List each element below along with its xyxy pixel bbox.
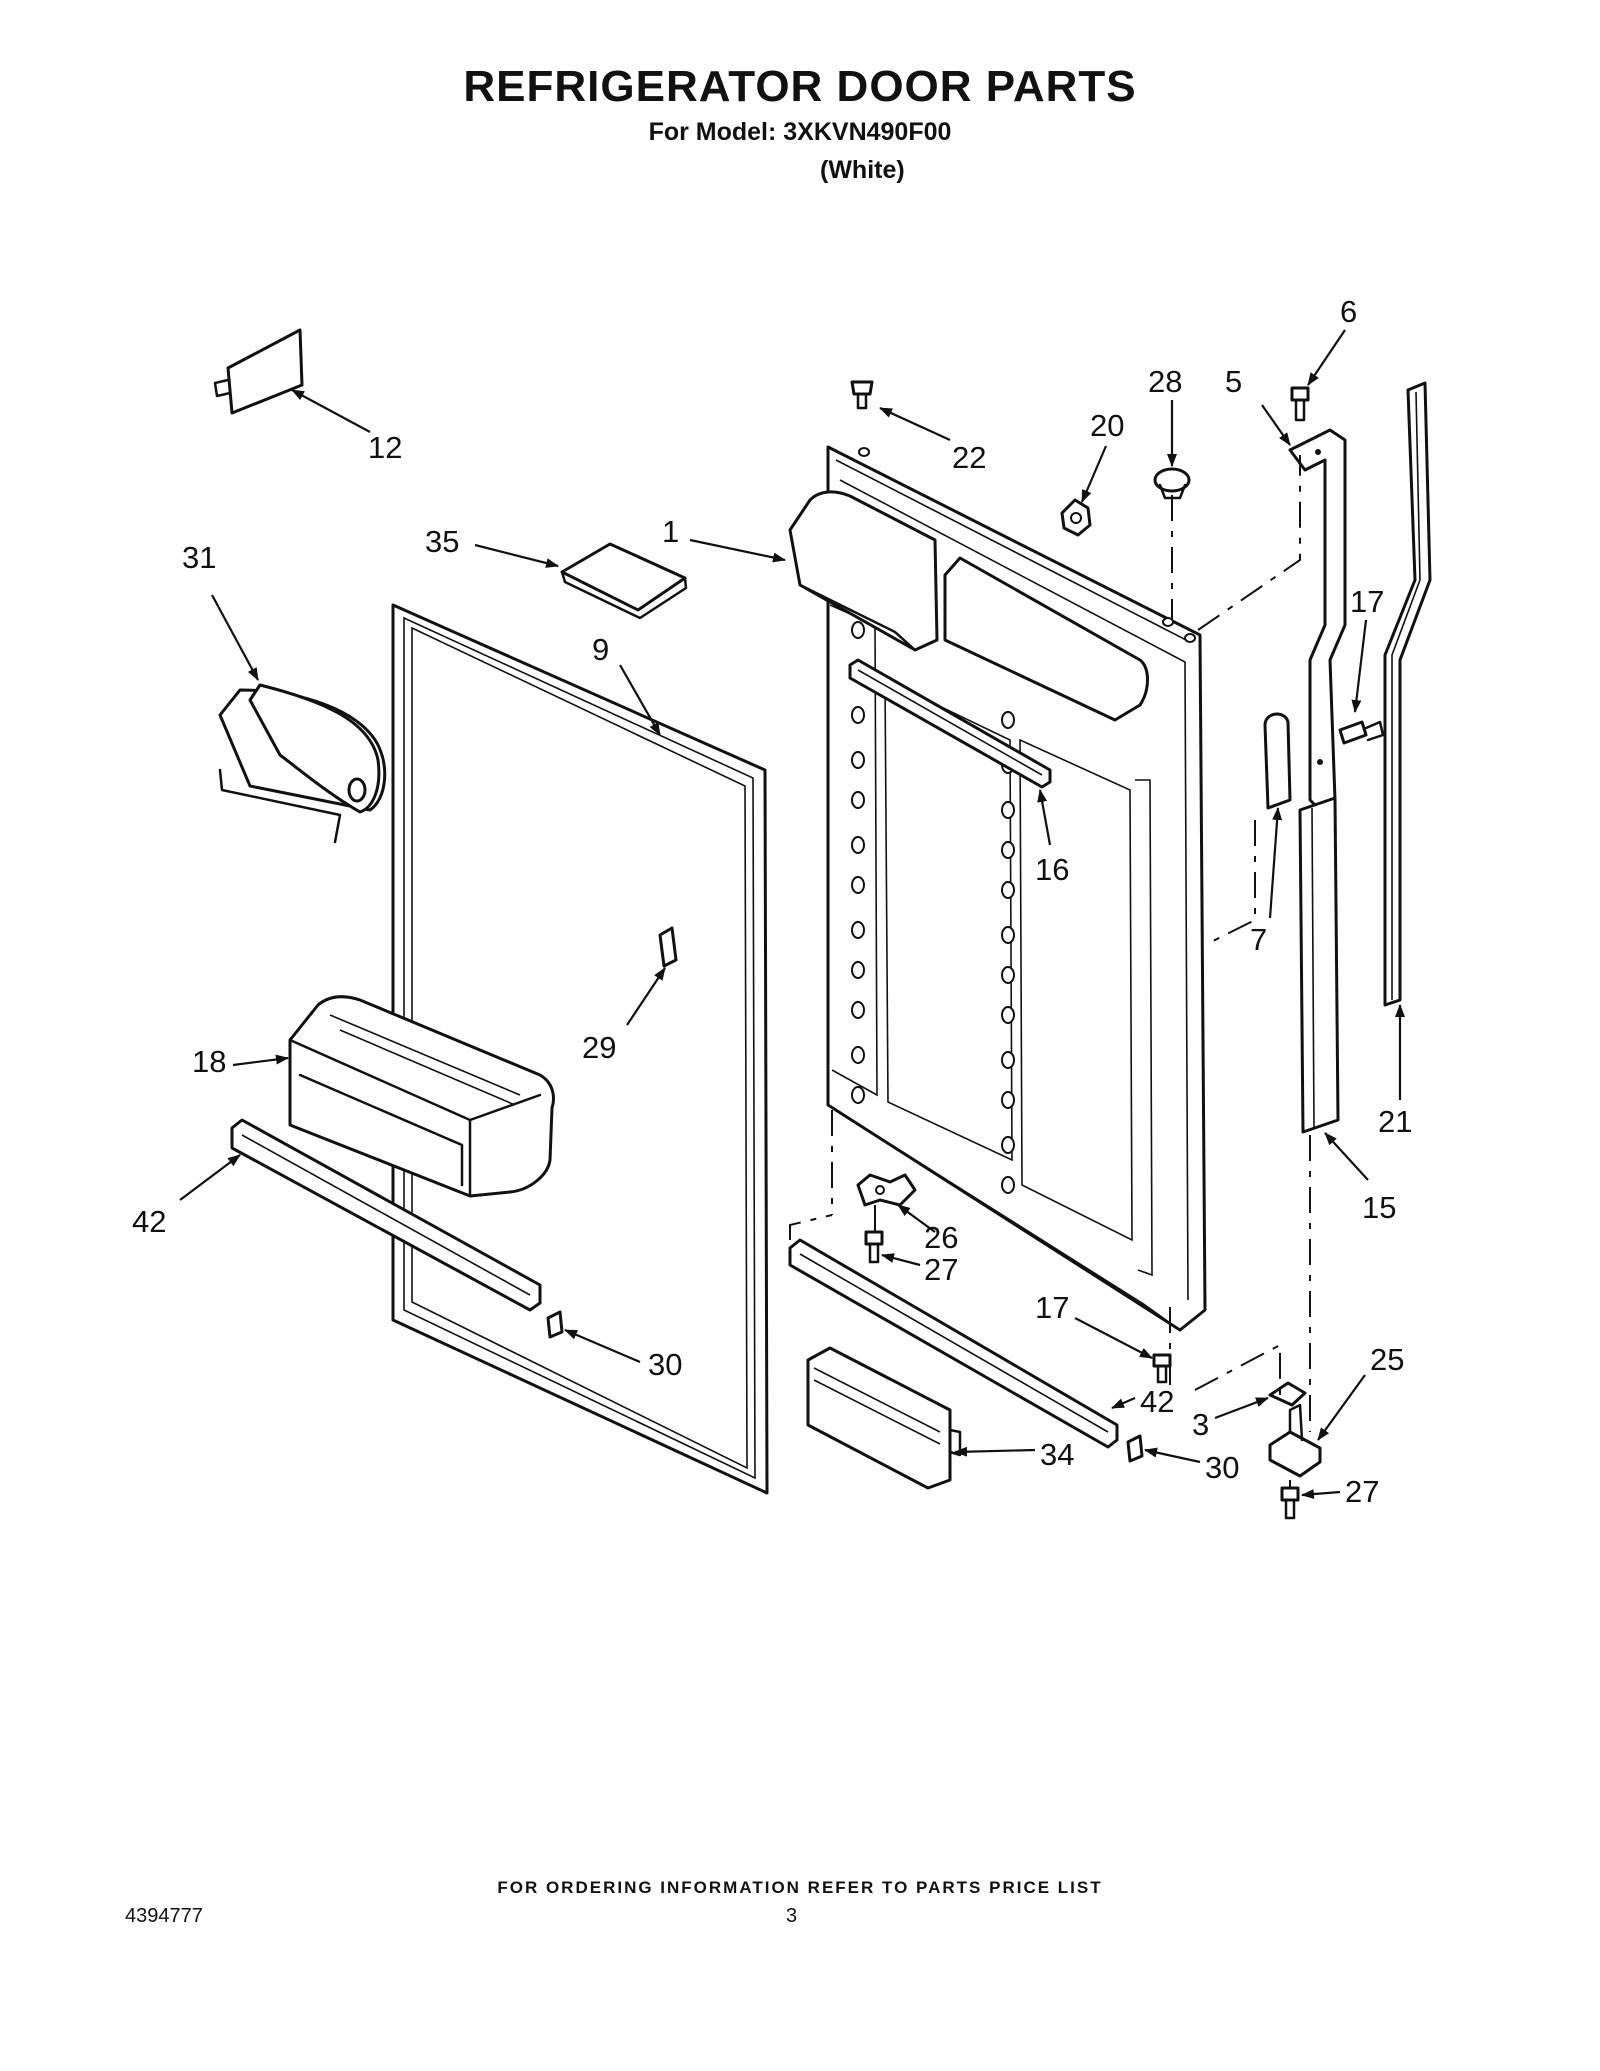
callout-15: 15: [1362, 1190, 1396, 1225]
part-42-rail-right: [788, 1238, 1119, 1449]
callout-12: 12: [368, 430, 402, 465]
part-17-screw-lower: [1152, 1353, 1172, 1384]
page-number: 3: [786, 1905, 798, 1927]
part-22-screw: [850, 380, 874, 410]
part-15-trim-strip: [1298, 796, 1340, 1134]
part-21-handle-strip: [1383, 381, 1432, 1007]
part-6-screw: [1290, 386, 1310, 422]
part-31-dairy-door: [218, 683, 387, 844]
ordering-note: FOR ORDERING INFORMATION REFER TO PARTS …: [497, 1878, 1103, 1897]
callout-9: 9: [592, 632, 609, 667]
part-25-lower-hinge: [1268, 1403, 1322, 1478]
model-line: For Model: 3XKVN490F00: [648, 118, 952, 146]
part-16-retainer-bar: [848, 658, 1052, 789]
part-18-door-bin: [288, 995, 555, 1198]
document-number: 4394777: [125, 1905, 203, 1927]
part-35-tray: [560, 542, 688, 620]
callout-17-upper: 17: [1350, 584, 1384, 619]
page-title: REFRIGERATOR DOOR PARTS: [463, 62, 1137, 111]
callout-7: 7: [1250, 922, 1267, 957]
callout-26: 26: [924, 1220, 958, 1255]
part-3-shim: [1268, 1381, 1307, 1407]
part-5-hinge-bracket: [1288, 428, 1347, 812]
callout-30-left: 30: [648, 1347, 682, 1382]
callout-31: 31: [182, 540, 216, 575]
callout-3: 3: [1192, 1407, 1209, 1442]
callout-29: 29: [582, 1030, 616, 1065]
callout-1: 1: [662, 514, 679, 549]
assembly-lines: [789, 455, 1311, 1488]
leader-arrows: [179, 329, 1405, 1500]
part-17-screw-upper: [1338, 720, 1385, 745]
part-20-cam: [1060, 498, 1092, 537]
part-29-clip: [658, 926, 678, 968]
callout-42-right: 42: [1140, 1384, 1174, 1419]
color-label: (White): [820, 156, 905, 184]
callout-22: 22: [952, 440, 986, 475]
callout-27-center: 27: [924, 1252, 958, 1287]
callout-34: 34: [1040, 1437, 1074, 1472]
part-7-shim: [1263, 712, 1292, 810]
callout-28: 28: [1148, 364, 1182, 399]
part-30-clip-left: [546, 1310, 564, 1339]
callout-17-lower: 17: [1035, 1290, 1069, 1325]
part-34-cover: [806, 1346, 962, 1490]
part-42-rail-left: [230, 1118, 542, 1312]
part-26-hinge: [856, 1173, 917, 1207]
callout-35: 35: [425, 524, 459, 559]
part-12-cover: [213, 328, 304, 415]
part-27-screw-right: [1280, 1486, 1300, 1520]
callout-21: 21: [1378, 1104, 1412, 1139]
callout-16: 16: [1035, 852, 1069, 887]
callout-25: 25: [1370, 1342, 1404, 1377]
part-27-screw-center: [864, 1230, 884, 1264]
part-30-clip-right: [1126, 1434, 1144, 1463]
callout-18: 18: [192, 1044, 226, 1079]
callout-20: 20: [1090, 408, 1124, 443]
callout-6: 6: [1340, 294, 1357, 329]
callout-numbers: 12 31 35 1 9 22 20 28 5 6 17 16 7 21 15 …: [132, 294, 1412, 1509]
callout-5: 5: [1225, 364, 1242, 399]
callout-27-right: 27: [1345, 1474, 1379, 1509]
part-28-plug: [1153, 467, 1191, 500]
part-1-door-liner: [788, 445, 1207, 1332]
callout-42-left: 42: [132, 1204, 166, 1239]
callout-30-right: 30: [1205, 1450, 1239, 1485]
